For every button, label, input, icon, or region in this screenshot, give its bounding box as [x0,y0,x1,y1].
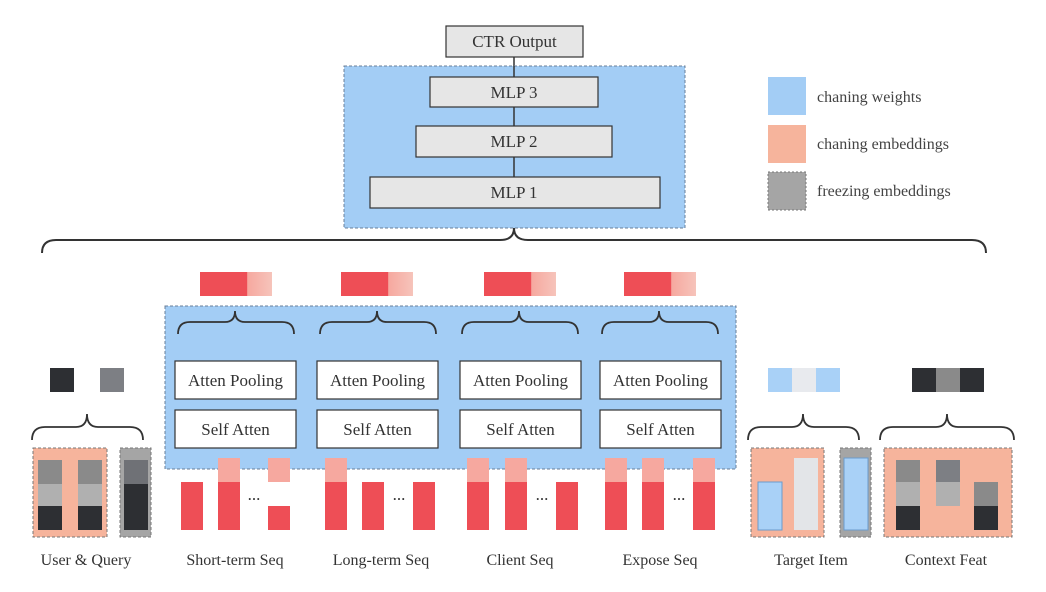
client-atten-pooling: Atten Pooling [459,360,582,400]
atten-pooling-label: Atten Pooling [330,371,425,390]
long-term-pooled-embedding [341,272,413,296]
mlp-2-node: MLP 2 [415,125,613,158]
self-atten-label: Self Atten [201,420,270,439]
target-frozen-table [839,447,872,538]
caption-user-query: User & Query [41,552,132,569]
user-query-brace [31,413,144,441]
expose-seq-tokens: ... [605,458,715,530]
mlp-1-label: MLP 1 [490,183,537,202]
atten-pooling-label: Atten Pooling [613,371,708,390]
legend-swatch-changing-embeddings [768,125,806,163]
ellipsis: ... [393,485,406,504]
caption-long-term-seq: Long-term Seq [333,552,429,569]
query-embedding-table [119,447,152,538]
caption-short-term-seq: Short-term Seq [186,552,283,569]
short-term-atten-pooling: Atten Pooling [174,360,297,400]
mlp-3-label: MLP 3 [490,83,537,102]
long-term-atten-pooling: Atten Pooling [316,360,439,400]
context-feat-brace [879,413,1015,441]
expose-brace [601,310,719,335]
self-atten-label: Self Atten [626,420,695,439]
ellipsis: ... [536,485,549,504]
query-pooled-embedding [100,368,124,392]
ellipsis: ... [673,485,686,504]
long-term-brace [319,310,437,335]
short-term-brace [177,310,295,335]
legend-label-weights: chaning weights [817,89,921,106]
user-pooled-embedding [50,368,74,392]
caption-expose-seq: Expose Seq [622,552,697,569]
short-term-self-atten: Self Atten [174,409,297,449]
expose-self-atten: Self Atten [599,409,722,449]
legend: chaning weights chaning embeddings freez… [767,77,951,211]
atten-pooling-label: Atten Pooling [188,371,283,390]
ctr-output-node: CTR Output [445,25,584,58]
self-atten-label: Self Atten [486,420,555,439]
ctr-output-label: CTR Output [472,32,557,51]
client-brace [461,310,579,335]
atten-pooling-label: Atten Pooling [473,371,568,390]
target-item-brace [747,413,860,441]
legend-swatch-freezing-embeddings [767,171,807,211]
client-seq-tokens: ... [467,458,578,530]
context-embedding-table [883,447,1013,538]
long-term-self-atten: Self Atten [316,409,439,449]
target-embedding-table [750,447,825,538]
self-atten-label: Self Atten [343,420,412,439]
concat-brace [41,227,987,254]
ellipsis: ... [248,485,261,504]
caption-target-item: Target Item [774,552,848,569]
short-term-seq-tokens: ... [181,458,290,530]
mlp-2-label: MLP 2 [490,132,537,151]
short-term-pooled-embedding [200,272,272,296]
mlp-1-node: MLP 1 [369,176,661,209]
expose-pooled-embedding [624,272,696,296]
target-pooled-embedding [768,368,840,392]
caption-context-feat: Context Feat [905,552,988,569]
mlp-3-node: MLP 3 [429,76,599,108]
legend-label-changing-embeddings: chaning embeddings [817,136,949,153]
legend-label-freezing-embeddings: freezing embeddings [817,183,951,200]
client-self-atten: Self Atten [459,409,582,449]
client-pooled-embedding [484,272,556,296]
legend-swatch-weights [768,77,806,115]
user-embedding-table [32,447,108,538]
long-term-seq-tokens: ... [325,458,435,530]
expose-atten-pooling: Atten Pooling [599,360,722,400]
context-pooled-embedding [912,368,984,392]
caption-client-seq: Client Seq [486,552,553,569]
